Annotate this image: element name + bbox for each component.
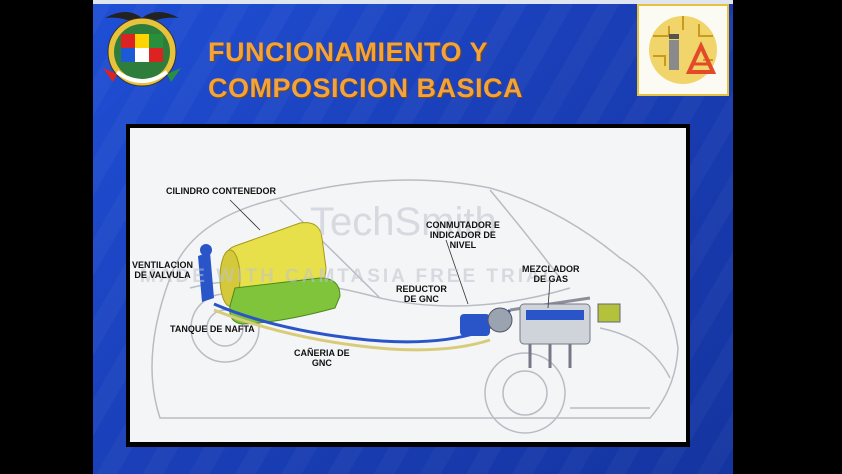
slide-title: FUNCIONAMIENTO Y COMPOSICION BASICA bbox=[208, 34, 608, 106]
diagram-frame: TechSmith MADE WITH CAMTASIA FREE TRIAL … bbox=[126, 124, 690, 447]
label-conmutador: CONMUTADOR E INDICADOR DE NIVEL bbox=[426, 220, 500, 250]
label-reductor: REDUCTOR DE GNC bbox=[396, 284, 447, 304]
label-caneria-2: GNC bbox=[311, 358, 332, 368]
gnc-car-diagram: TechSmith MADE WITH CAMTASIA FREE TRIAL … bbox=[130, 128, 686, 442]
title-line-2: COMPOSICION BASICA bbox=[208, 73, 524, 103]
university-seal-icon bbox=[97, 4, 187, 92]
label-reductor-1: REDUCTOR bbox=[396, 284, 447, 294]
label-ventilacion-2: DE VALVULA bbox=[134, 270, 191, 280]
label-conmutador-2: INDICADOR DE bbox=[429, 230, 496, 240]
label-mezclador: MEZCLADOR DE GAS bbox=[522, 264, 580, 284]
slide: FUNCIONAMIENTO Y COMPOSICION BASICA bbox=[93, 0, 733, 474]
watermark-techsmith: TechSmith bbox=[310, 200, 497, 244]
label-ventilacion: VENTILACION DE VALVULA bbox=[132, 260, 193, 280]
label-cilindro: CILINDRO CONTENEDOR bbox=[166, 186, 276, 196]
label-ventilacion-1: VENTILACION bbox=[132, 260, 194, 270]
label-conmutador-3: NIVEL bbox=[449, 240, 477, 250]
top-strip bbox=[93, 0, 733, 4]
label-mezclador-2: DE GAS bbox=[533, 274, 568, 284]
label-tanque: TANQUE DE NAFTA bbox=[170, 324, 255, 334]
label-caneria-1: CAÑERIA DE bbox=[294, 348, 350, 358]
title-line-1: FUNCIONAMIENTO Y bbox=[208, 37, 489, 67]
label-conmutador-1: CONMUTADOR E bbox=[426, 220, 500, 230]
circuit-board-logo-icon bbox=[637, 4, 729, 96]
label-mezclador-1: MEZCLADOR bbox=[522, 264, 580, 274]
label-caneria: CAÑERIA DE GNC bbox=[294, 348, 350, 368]
label-reductor-2: DE GNC bbox=[403, 294, 439, 304]
watermark-trial: MADE WITH CAMTASIA FREE TRIAL bbox=[140, 266, 558, 287]
